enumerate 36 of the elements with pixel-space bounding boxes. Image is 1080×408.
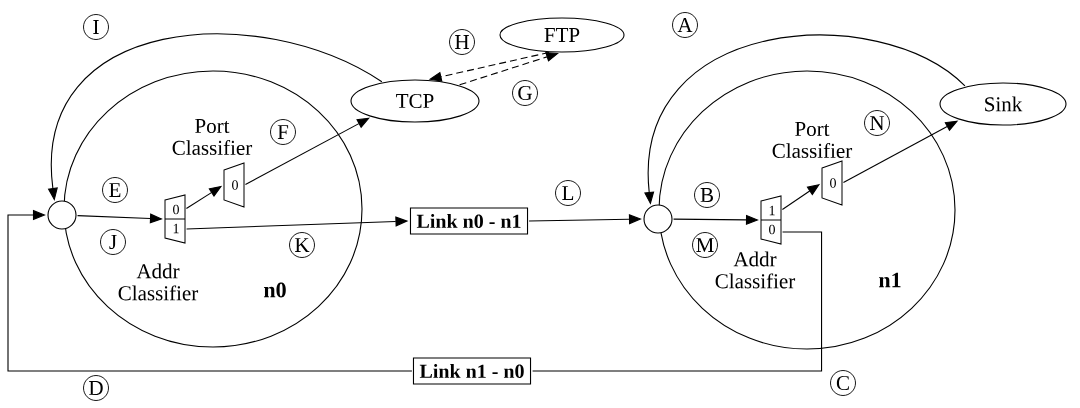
oval-node: TCP (350, 79, 480, 123)
classifier-label: Addr Classifier (715, 251, 796, 289)
node-label: n0 (264, 282, 286, 298)
classifier-block: 0 (821, 160, 843, 206)
link-box: Link n0 - n1 (409, 207, 529, 235)
circled-letter: L (555, 180, 581, 206)
link-box: Link n1 - n0 (412, 357, 532, 385)
small-circle (47, 200, 77, 230)
classifier-block: 1 0 (760, 195, 782, 245)
circled-letter: N (864, 110, 890, 136)
node-circle (658, 70, 956, 350)
circled-letter: E (102, 177, 128, 203)
node-label: n1 (879, 272, 901, 288)
arrow (7, 209, 413, 372)
circled-letter: H (449, 29, 475, 55)
arrow (244, 117, 370, 186)
circled-letter: C (830, 370, 856, 396)
classifier-block: 0 1 (164, 194, 186, 244)
circled-letter: D (83, 375, 109, 401)
circled-letter: M (692, 232, 718, 258)
circled-letter: I (83, 14, 109, 40)
oval-node: Sink (939, 82, 1067, 126)
circled-letter: B (694, 182, 720, 208)
classifier-label: Port Classifier (172, 119, 253, 155)
classifier-label: Addr Classifier (118, 263, 199, 301)
circled-letter: G (512, 80, 538, 106)
circled-letter: K (289, 232, 315, 258)
circled-letter: A (672, 12, 698, 38)
circled-letter: J (100, 229, 126, 255)
circled-letter: F (270, 119, 296, 145)
classifier-label: Port Classifier (772, 122, 853, 158)
node-circle (63, 70, 363, 348)
oval-node: FTP (499, 17, 625, 53)
arrow (459, 52, 559, 86)
classifier-block: 0 (223, 162, 245, 208)
small-circle (643, 204, 673, 234)
